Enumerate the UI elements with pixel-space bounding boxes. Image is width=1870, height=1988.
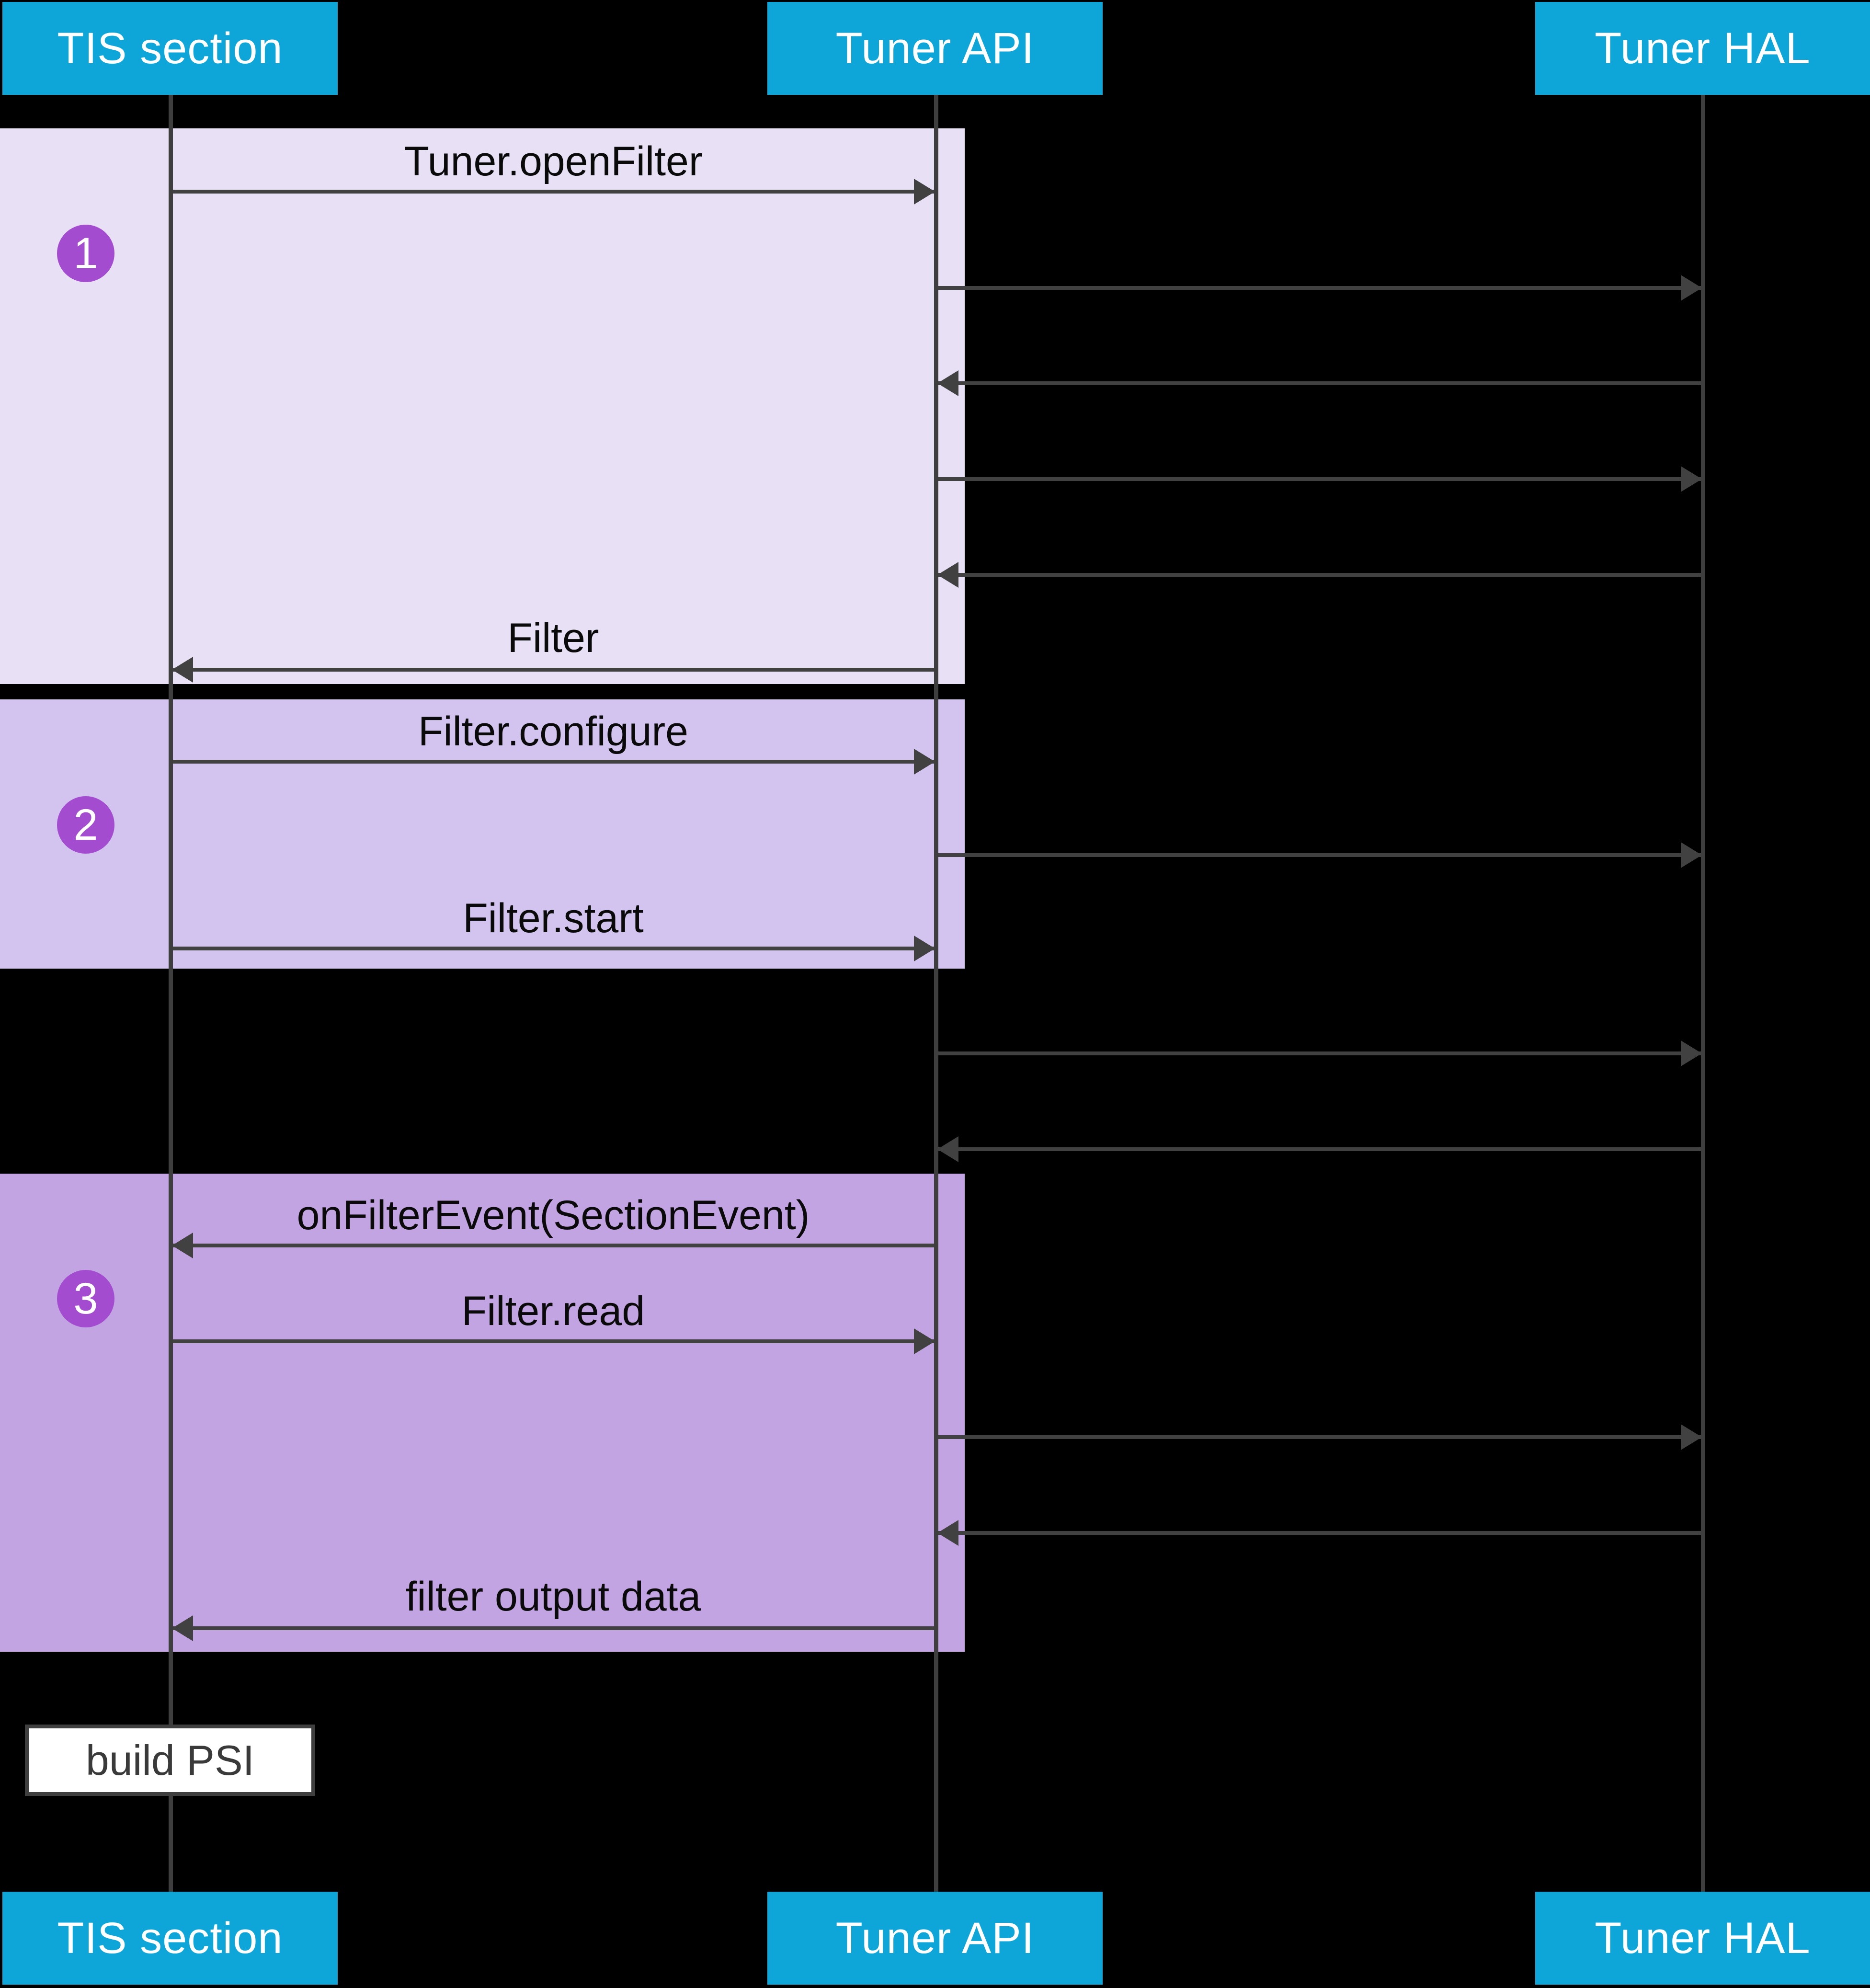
participant-label: TIS section	[57, 23, 283, 73]
note-build-psi: build PSI	[25, 1725, 315, 1796]
arrowhead-left-icon	[937, 1520, 958, 1546]
message-label-filter-output-data: filter output data	[405, 1574, 701, 1620]
arrow-api-to-hal-5	[938, 1424, 1702, 1450]
arrowhead-right-icon	[914, 179, 935, 205]
arrowhead-left-icon	[172, 657, 193, 683]
participant-top-tuner-api: Tuner API	[767, 2, 1103, 95]
step-number: 1	[73, 229, 98, 278]
participant-bottom-tuner-api: Tuner API	[767, 1892, 1103, 1985]
arrowhead-right-icon	[1681, 1424, 1702, 1450]
arrowhead-left-icon	[172, 1615, 193, 1641]
message-label-tuner-openfilter: Tuner.openFilter	[404, 138, 703, 184]
arrow-api-to-hal-2	[938, 466, 1702, 492]
arrow-onfilterevent-api-to-tis	[172, 1233, 934, 1258]
arrow-hal-to-api-4	[937, 1520, 1701, 1546]
message-label-onfilterevent: onFilterEvent(SectionEvent)	[296, 1192, 810, 1238]
participant-top-tuner-hal: Tuner HAL	[1535, 2, 1870, 95]
participant-top-tis-section: TIS section	[2, 2, 338, 95]
lifeline-tuner-api	[934, 95, 938, 1892]
participant-bottom-tuner-hal: Tuner HAL	[1535, 1892, 1870, 1985]
arrow-openfilter-tis-to-api	[173, 179, 935, 205]
participant-bottom-tis-section: TIS section	[2, 1892, 338, 1985]
arrowhead-right-icon	[1681, 275, 1702, 301]
message-label-filter-start: Filter.start	[463, 895, 644, 941]
arrowhead-left-icon	[172, 1233, 193, 1258]
arrow-output-api-to-tis	[172, 1615, 934, 1641]
arrow-api-to-hal-1	[938, 275, 1702, 301]
message-label-filter-read: Filter.read	[461, 1288, 645, 1334]
lifeline-tuner-hal	[1701, 95, 1705, 1892]
arrow-api-to-hal-4	[938, 1040, 1702, 1066]
step-2-band	[0, 699, 965, 969]
step-number: 3	[73, 1274, 98, 1323]
note-label: build PSI	[85, 1736, 255, 1784]
step-3-badge: 3	[57, 1270, 114, 1327]
arrowhead-right-icon	[914, 936, 935, 961]
message-label-filter-configure: Filter.configure	[418, 708, 689, 754]
arrowhead-left-icon	[937, 562, 958, 588]
arrow-read-tis-to-api	[173, 1328, 935, 1354]
participant-label: TIS section	[57, 1913, 283, 1963]
arrow-hal-to-api-3	[937, 1136, 1701, 1162]
lifeline-tis-section	[169, 95, 173, 1892]
step-1-band	[0, 128, 965, 684]
arrowhead-right-icon	[914, 749, 935, 775]
message-label-filter-return: Filter	[507, 615, 599, 661]
participant-label: Tuner API	[835, 1913, 1035, 1963]
arrowhead-left-icon	[937, 370, 958, 396]
arrow-configure-tis-to-api	[173, 749, 935, 775]
arrowhead-right-icon	[1681, 466, 1702, 492]
arrow-api-to-hal-3	[938, 842, 1702, 868]
arrowhead-right-icon	[1681, 1040, 1702, 1066]
participant-label: Tuner API	[835, 23, 1035, 73]
participant-label: Tuner HAL	[1595, 23, 1811, 73]
participant-label: Tuner HAL	[1595, 1913, 1811, 1963]
arrowhead-left-icon	[937, 1136, 958, 1162]
arrowhead-right-icon	[1681, 842, 1702, 868]
arrow-hal-to-api-1	[937, 370, 1701, 396]
arrow-filter-return-api-to-tis	[172, 657, 934, 683]
step-1-badge: 1	[57, 225, 114, 282]
step-2-badge: 2	[57, 796, 114, 854]
arrowhead-right-icon	[914, 1328, 935, 1354]
step-number: 2	[73, 800, 98, 849]
arrow-hal-to-api-2	[937, 562, 1701, 588]
step-3-band	[0, 1174, 965, 1652]
arrow-start-tis-to-api	[173, 936, 935, 961]
